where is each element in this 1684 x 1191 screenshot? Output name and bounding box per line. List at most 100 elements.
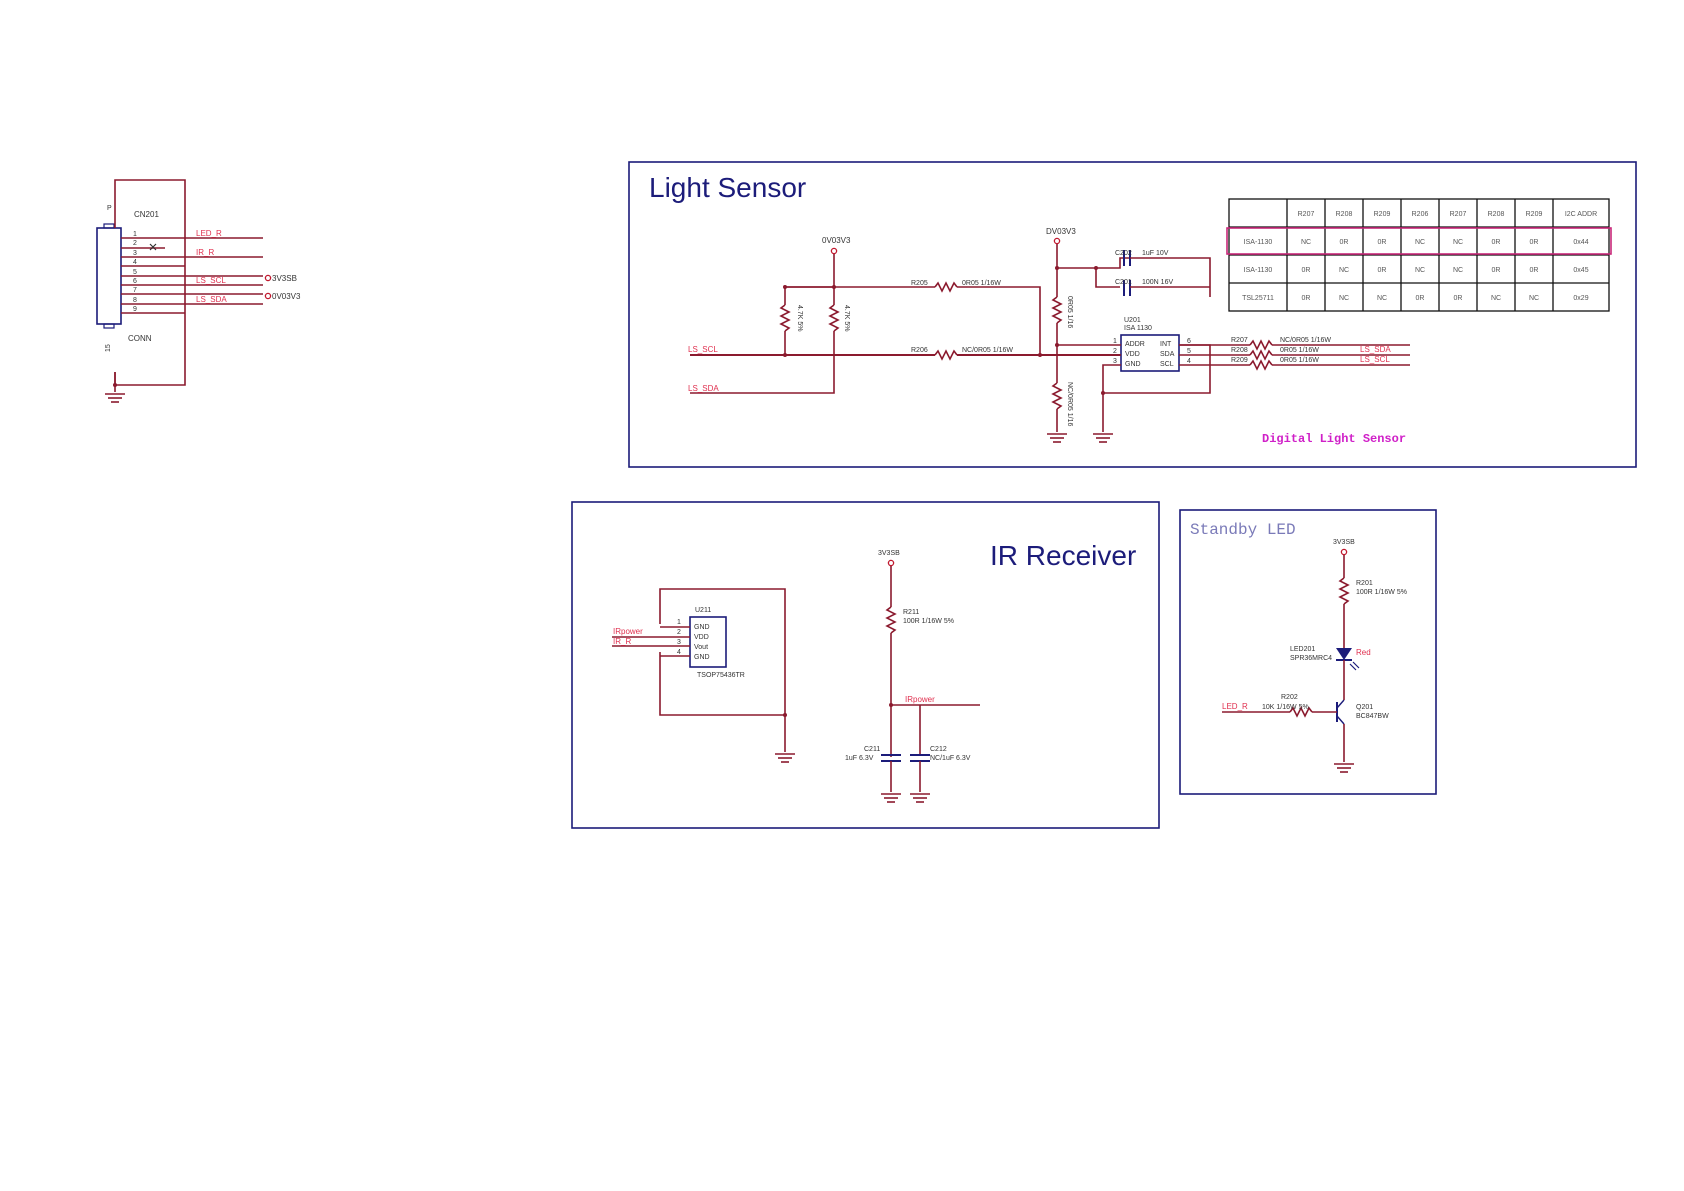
net-ls-sda-in: LS_SDA (688, 384, 719, 393)
net-ir-r-in: IR_R (613, 637, 631, 646)
svg-text:NC/0R05 1/16W: NC/0R05 1/16W (1280, 337, 1331, 344)
table-cell: 0x29 (1573, 295, 1588, 302)
svg-text:C212: C212 (930, 746, 947, 753)
light-sensor-section: Light Sensor 0V03V3 DV03V3 4.7K 5% 4.7K … (628, 161, 1637, 468)
table-cell: NC (1301, 239, 1311, 246)
table-cell: 0R (1302, 295, 1311, 302)
svg-text:1: 1 (133, 231, 137, 238)
svg-text:0R05 1/16: 0R05 1/16 (1066, 296, 1073, 328)
table-cell: 0R (1378, 267, 1387, 274)
led201-ref: LED201 (1290, 646, 1315, 653)
svg-text:6: 6 (1187, 338, 1191, 345)
svg-text:4.7K 5%: 4.7K 5% (843, 305, 850, 331)
svg-text:INT: INT (1160, 341, 1172, 348)
table-highlight-row (1226, 227, 1612, 255)
svg-text:R202: R202 (1281, 694, 1298, 701)
svg-text:C201: C201 (1115, 279, 1132, 286)
svg-text:1: 1 (1113, 338, 1117, 345)
svg-text:6: 6 (133, 278, 137, 285)
table-cell: ISA-1130 (1244, 239, 1273, 246)
net-ls-scl: LS_SCL (196, 276, 226, 285)
svg-text:R206: R206 (911, 347, 928, 354)
table-header-cell: R209 (1374, 211, 1391, 218)
svg-text:Vout: Vout (694, 644, 708, 651)
svg-text:C202: C202 (1115, 250, 1132, 257)
connector-pin-bottom-label: 15 (105, 344, 112, 352)
net-irpower-in: IRpower (613, 627, 643, 636)
net-ls-scl-out: LS_SCL (1360, 355, 1390, 364)
svg-text:10K 1/16W 5%: 10K 1/16W 5% (1262, 704, 1309, 711)
led-color-label: Red (1356, 648, 1371, 657)
rail-0v03v3: 0V03V3 (822, 236, 851, 245)
svg-text:NC/0R05 1/16W: NC/0R05 1/16W (962, 347, 1013, 354)
svg-text:7: 7 (133, 287, 137, 294)
svg-text:2: 2 (677, 629, 681, 636)
svg-text:GND: GND (694, 624, 710, 631)
table-cell: 0R (1492, 267, 1501, 274)
table-cell: 0x44 (1573, 239, 1588, 246)
svg-text:4: 4 (1187, 358, 1191, 365)
connector-type: CONN (128, 334, 152, 343)
table-cell: 0R (1492, 239, 1501, 246)
svg-text:SCL: SCL (1160, 361, 1174, 368)
table-cell: 0R (1416, 295, 1425, 302)
ic-u211-ref: U211 (695, 607, 711, 614)
svg-text:8: 8 (133, 297, 137, 304)
light-sensor-title: Light Sensor (649, 172, 806, 203)
svg-text:R207: R207 (1231, 337, 1248, 344)
svg-text:100R 1/16W 5%: 100R 1/16W 5% (903, 618, 954, 625)
svg-text:2: 2 (1113, 348, 1117, 355)
svg-text:ISA 1130: ISA 1130 (1124, 325, 1152, 332)
table-cell: NC (1453, 267, 1463, 274)
svg-text:1: 1 (677, 619, 681, 626)
table-header-cell: R206 (1412, 211, 1429, 218)
net-ls-scl-in: LS_SCL (688, 345, 718, 354)
net-ls-sda-out: LS_SDA (1360, 345, 1391, 354)
table-cell: NC (1415, 267, 1425, 274)
table-cell: 0R (1302, 267, 1311, 274)
ic-u211-part: TSOP75436TR (697, 672, 745, 679)
table-cell: 0R (1378, 239, 1387, 246)
svg-text:SDA: SDA (1160, 351, 1175, 358)
svg-text:GND: GND (694, 654, 710, 661)
ic-u201-ref: U201 (1124, 317, 1141, 324)
net-led-r: LED_R (196, 229, 222, 238)
svg-text:C211: C211 (864, 746, 880, 753)
rail-3v3sb-ir: 3V3SB (878, 550, 900, 557)
svg-text:100R 1/16W 5%: 100R 1/16W 5% (1356, 589, 1407, 596)
svg-text:1uF 6.3V: 1uF 6.3V (845, 755, 874, 762)
svg-text:R208: R208 (1231, 347, 1248, 354)
svg-text:0R05 1/16W: 0R05 1/16W (1280, 357, 1319, 364)
svg-text:NC/0R05 1/16: NC/0R05 1/16 (1066, 382, 1073, 426)
svg-text:0R05 1/16W: 0R05 1/16W (962, 280, 1001, 287)
svg-text:4.7K 5%: 4.7K 5% (796, 305, 803, 331)
svg-text:NC/1uF 6.3V: NC/1uF 6.3V (930, 755, 971, 762)
standby-led-frame (1179, 509, 1437, 795)
ir-receiver-title: IR Receiver (990, 540, 1136, 571)
table-header-cell: R208 (1488, 211, 1505, 218)
table-cell: NC (1415, 239, 1425, 246)
standby-led-title: Standby LED (1190, 521, 1296, 539)
net-3v3sb: 3V3SB (272, 274, 297, 283)
svg-text:9: 9 (133, 306, 137, 313)
net-ir-r: IR_R (196, 248, 214, 257)
rail-dv03v3: DV03V3 (1046, 227, 1076, 236)
ir-receiver-section: IR Receiver U211 GND VDD Vout GND 1 2 3 … (571, 501, 1160, 829)
table-cell: NC (1529, 295, 1539, 302)
ic-u201 (1120, 334, 1180, 372)
svg-text:R205: R205 (911, 280, 928, 287)
q201-ref: Q201 (1356, 704, 1373, 711)
table-cell: 0R (1340, 239, 1349, 246)
table-cell: ISA-1130 (1244, 267, 1273, 274)
ground-symbol (105, 393, 125, 403)
net-0v03v3: 0V03V3 (272, 292, 301, 301)
svg-text:VDD: VDD (694, 634, 709, 641)
svg-text:SPR36MRC4: SPR36MRC4 (1290, 655, 1332, 662)
table-header-cell: R207 (1298, 211, 1315, 218)
connector-cn201: P CN201 CONN 15 1 2 3 4 5 6 7 8 9 LED_R … (96, 179, 301, 403)
table-header-cell: R208 (1336, 211, 1353, 218)
connector-ref: CN201 (134, 210, 159, 219)
svg-text:1uF 10V: 1uF 10V (1142, 250, 1169, 257)
connector-body (96, 227, 122, 325)
